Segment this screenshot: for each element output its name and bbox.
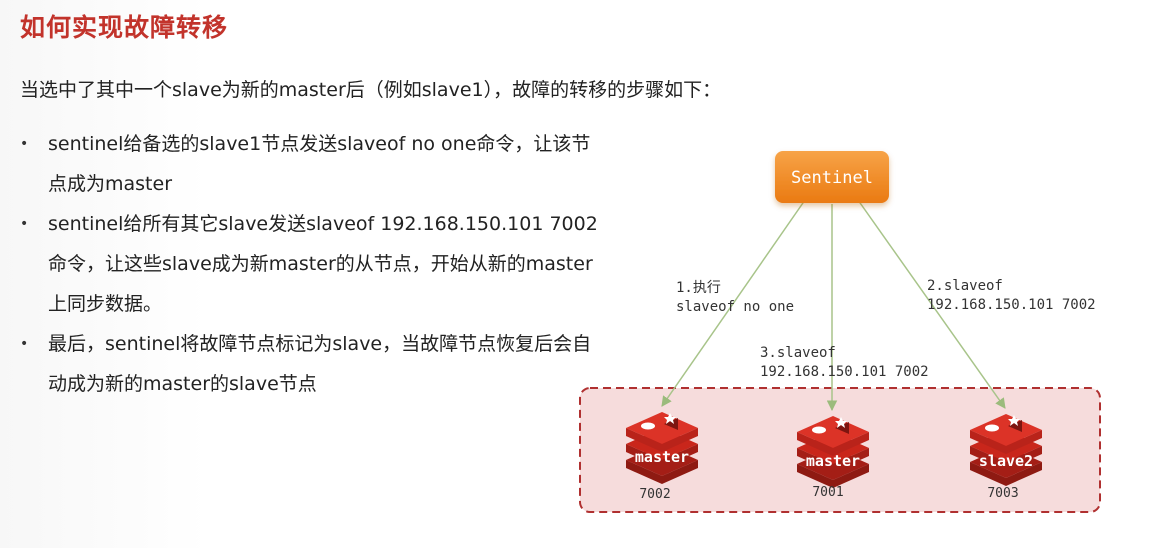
step1-label-line1: 1.执行 — [676, 280, 721, 296]
step3-label-line2: 192.168.150.101 7002 — [760, 364, 929, 380]
step2-label-line2: 192.168.150.101 7002 — [927, 297, 1096, 313]
redis-node-7002: master 7002 — [626, 412, 698, 502]
step-3-line-1: 最后，sentinel将故障节点标记为slave，当故障节点恢复后会自 — [48, 333, 592, 355]
step3-label-line1: 3.slaveof — [760, 345, 836, 361]
intro-text: 当选中了其中一个slave为新的master后（例如slave1），故障的转移的… — [20, 79, 722, 101]
node-label: master — [635, 448, 689, 466]
bullet-dot-icon: • — [20, 136, 29, 152]
node-label: slave2 — [979, 452, 1033, 470]
step-1-line-2: 点成为master — [48, 173, 173, 195]
step-2-line-3: 上同步数据。 — [48, 293, 163, 315]
sentinel-label: Sentinel — [791, 168, 873, 188]
step-list: • sentinel给备选的slave1节点发送slaveof no one命令… — [18, 124, 628, 404]
arrow-step-1 — [661, 199, 806, 407]
bullet-dot-icon: • — [20, 336, 29, 352]
step2-label-line1: 2.slaveof — [927, 278, 1003, 294]
redis-node-7001: master 7001 — [797, 416, 869, 500]
step-3-line-2: 动成为新的master的slave节点 — [48, 373, 317, 395]
page-title: 如何实现故障转移 — [20, 13, 229, 42]
bullet-dot-icon: • — [20, 216, 29, 232]
redis-node-7003: slave2 7003 — [970, 414, 1042, 501]
node-port: 7002 — [639, 487, 670, 502]
step-1-line-1: sentinel给备选的slave1节点发送slaveof no one命令，让… — [48, 133, 591, 155]
step-item-3: • 最后，sentinel将故障节点标记为slave，当故障节点恢复后会自 动成… — [18, 324, 628, 404]
node-label: master — [806, 452, 860, 470]
step1-label-line2: slaveof no one — [676, 299, 794, 315]
step-2-line-1: sentinel给所有其它slave发送slaveof 192.168.150.… — [48, 213, 598, 235]
node-port: 7001 — [812, 485, 843, 500]
node-port: 7003 — [987, 486, 1018, 501]
arrow-step-2 — [857, 199, 1006, 409]
step-item-1: • sentinel给备选的slave1节点发送slaveof no one命令… — [18, 124, 628, 204]
step-item-2: • sentinel给所有其它slave发送slaveof 192.168.15… — [18, 204, 628, 324]
step-2-line-2: 命令，让这些slave成为新master的从节点，开始从新的master — [48, 253, 593, 275]
sentinel-node: Sentinel — [775, 151, 889, 203]
